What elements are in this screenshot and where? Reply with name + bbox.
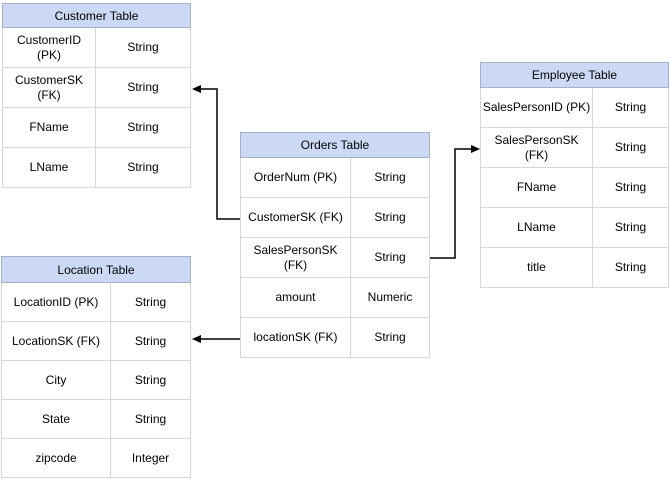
type-cell: String	[614, 260, 647, 274]
table-row: SalesPersonSK (FK) String	[241, 238, 429, 278]
field-cell: CustomerID (PK)	[3, 28, 96, 67]
table-row: State String	[2, 400, 190, 439]
connector-orders-to-customer	[192, 85, 240, 220]
table-customer: Customer Table CustomerID (PK) String Cu…	[2, 3, 191, 188]
type-cell: String	[614, 100, 647, 114]
table-customer-body: CustomerID (PK) String CustomerSK (FK) S…	[2, 28, 191, 188]
type-cell: Integer	[131, 450, 170, 465]
table-orders-title: Orders Table	[240, 132, 430, 158]
arrowhead-left-icon	[192, 335, 201, 343]
table-row: amount Numeric	[241, 278, 429, 318]
field-cell: OrderNum (PK)	[241, 158, 351, 197]
type-cell: Numeric	[367, 290, 413, 304]
field-cell: City	[2, 361, 111, 399]
table-row: FName String	[3, 108, 190, 148]
type-cell: String	[134, 411, 167, 426]
table-row: CustomerSK (FK) String	[3, 68, 190, 108]
table-row: OrderNum (PK) String	[241, 158, 429, 198]
field-cell: FName	[3, 108, 96, 147]
table-employee: Employee Table SalesPersonID (PK) String…	[480, 62, 669, 288]
field-cell: FName	[481, 168, 593, 207]
type-cell: String	[134, 333, 167, 348]
field-cell: locationSK (FK)	[241, 318, 351, 357]
type-cell: String	[614, 220, 647, 234]
table-row: LocationID (PK) String	[2, 283, 190, 322]
field-cell: CustomerSK (FK)	[241, 198, 351, 237]
table-row: zipcode Integer	[2, 439, 190, 478]
arrowhead-left-icon	[192, 85, 201, 93]
type-cell: String	[374, 250, 406, 264]
field-cell: SalesPersonSK (FK)	[241, 238, 351, 277]
field-cell: SalesPersonSK (FK)	[481, 128, 593, 167]
type-cell: String	[127, 80, 159, 94]
field-cell: LocationSK (FK)	[2, 322, 111, 360]
type-cell: String	[127, 40, 159, 54]
table-employee-body: SalesPersonID (PK) String SalesPersonSK …	[480, 88, 669, 288]
type-cell: String	[134, 294, 167, 309]
type-cell: String	[134, 372, 167, 387]
table-row: SalesPersonSK (FK) String	[481, 128, 668, 168]
type-cell: String	[374, 170, 406, 184]
field-cell: title	[481, 248, 593, 287]
field-cell: State	[2, 400, 111, 438]
type-cell: String	[374, 330, 406, 344]
type-cell: String	[127, 120, 159, 134]
field-cell: LocationID (PK)	[2, 283, 111, 321]
field-cell: amount	[241, 278, 351, 317]
field-cell: CustomerSK (FK)	[3, 68, 96, 107]
connector-orders-to-employee	[430, 145, 480, 259]
table-orders-body: OrderNum (PK) String CustomerSK (FK) Str…	[240, 158, 430, 358]
type-cell: String	[614, 140, 647, 154]
table-customer-title: Customer Table	[2, 3, 191, 28]
table-row: title String	[481, 248, 668, 288]
type-cell: String	[127, 160, 159, 174]
field-cell: SalesPersonID (PK)	[481, 88, 593, 127]
table-row: LocationSK (FK) String	[2, 322, 190, 361]
arrowhead-right-icon	[471, 145, 480, 153]
table-row: CustomerID (PK) String	[3, 28, 190, 68]
table-location: Location Table LocationID (PK) String Lo…	[1, 256, 191, 478]
field-cell: LName	[481, 208, 593, 247]
table-employee-title: Employee Table	[480, 62, 669, 88]
table-row: locationSK (FK) String	[241, 318, 429, 358]
connector-orders-to-location	[192, 335, 240, 343]
field-cell: zipcode	[2, 439, 111, 477]
type-cell: String	[374, 210, 406, 224]
table-row: SalesPersonID (PK) String	[481, 88, 668, 128]
table-location-title: Location Table	[1, 256, 191, 283]
table-row: LName String	[481, 208, 668, 248]
field-cell: LName	[3, 148, 96, 187]
type-cell: String	[614, 180, 647, 194]
table-row: CustomerSK (FK) String	[241, 198, 429, 238]
table-row: LName String	[3, 148, 190, 188]
table-row: FName String	[481, 168, 668, 208]
table-row: City String	[2, 361, 190, 400]
table-orders: Orders Table OrderNum (PK) String Custom…	[240, 132, 430, 358]
table-location-body: LocationID (PK) String LocationSK (FK) S…	[1, 283, 191, 478]
